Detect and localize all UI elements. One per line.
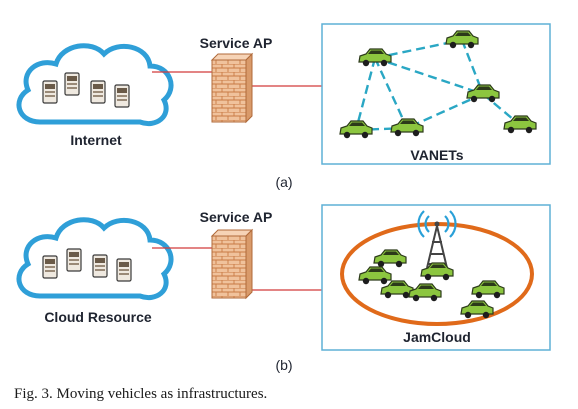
panel-b: Cloud Resource Service AP JamCloud (b) [16,204,551,373]
firewall-icon [210,52,254,124]
server-icon [114,84,130,108]
internet-label: Internet [70,132,122,148]
jamcloud-label: JamCloud [403,329,471,345]
firewall-icon [210,228,254,300]
antenna-tower-icon [417,210,457,269]
server-icon [42,80,58,104]
panel-a: Internet Service AP VANETs [16,23,551,190]
figure-caption: Fig. 3. Moving vehicles as infrastructur… [14,386,268,402]
vanets-panel [321,23,551,165]
service-ap-label: Service AP [200,209,273,225]
vanets-label: VANETs [410,147,463,163]
service-ap-label: Service AP [200,35,273,51]
server-icon [42,255,58,279]
server-icon [92,254,108,278]
cloud-resource-cloud [16,217,174,300]
subfigure-label-a: (a) [275,174,292,190]
server-icon [116,258,132,282]
server-icon [64,72,80,96]
server-icon [90,80,106,104]
subfigure-label-b: (b) [275,357,292,373]
server-icon [66,248,82,272]
internet-cloud [16,43,174,126]
cloud-resource-label: Cloud Resource [44,309,152,325]
